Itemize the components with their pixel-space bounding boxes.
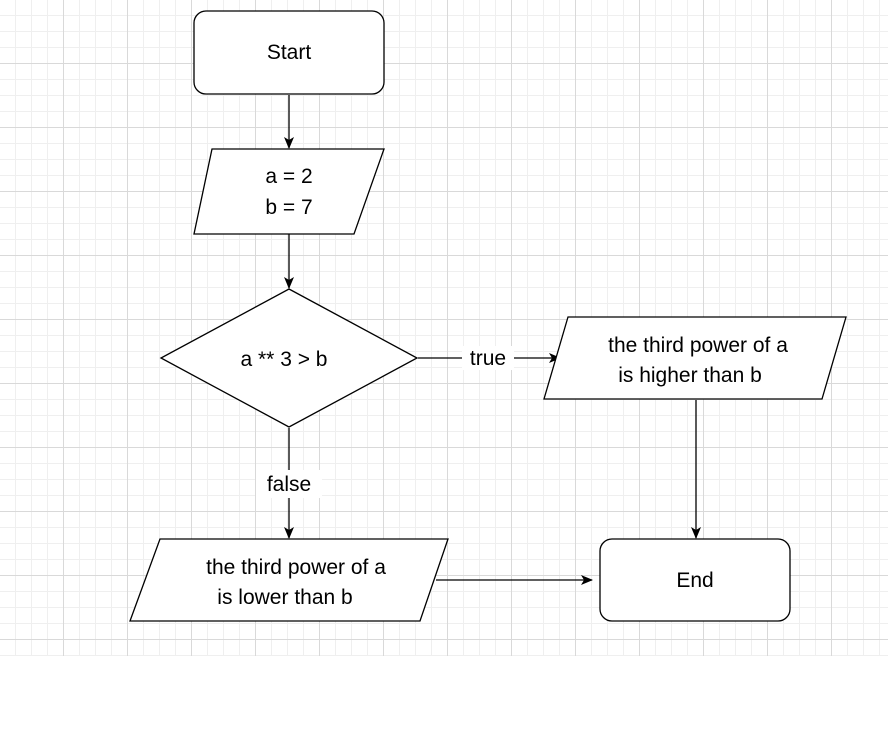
end-node-label: End xyxy=(676,569,713,592)
lower-output-line-2: is lower than b xyxy=(217,586,352,609)
end-node[interactable]: End xyxy=(599,538,791,622)
higher-output-line-2: is higher than b xyxy=(618,364,762,387)
lower-output-node[interactable]: the third power of a is lower than b xyxy=(129,538,449,622)
start-node-label: Start xyxy=(267,41,312,64)
assign-node[interactable]: a = 2 b = 7 xyxy=(193,148,385,235)
start-node[interactable]: Start xyxy=(193,10,385,95)
edge-label-true: true xyxy=(470,347,506,370)
decision-node[interactable]: a ** 3 > b xyxy=(159,288,419,428)
edge-label-false: false xyxy=(267,473,311,496)
assign-node-line-2: b = 7 xyxy=(265,196,312,219)
lower-output-line-1: the third power of a xyxy=(206,556,386,579)
higher-output-node[interactable]: the third power of a is higher than b xyxy=(543,316,847,400)
higher-output-line-1: the third power of a xyxy=(608,334,788,357)
assign-node-line-1: a = 2 xyxy=(265,165,312,188)
decision-node-label: a ** 3 > b xyxy=(241,348,328,371)
